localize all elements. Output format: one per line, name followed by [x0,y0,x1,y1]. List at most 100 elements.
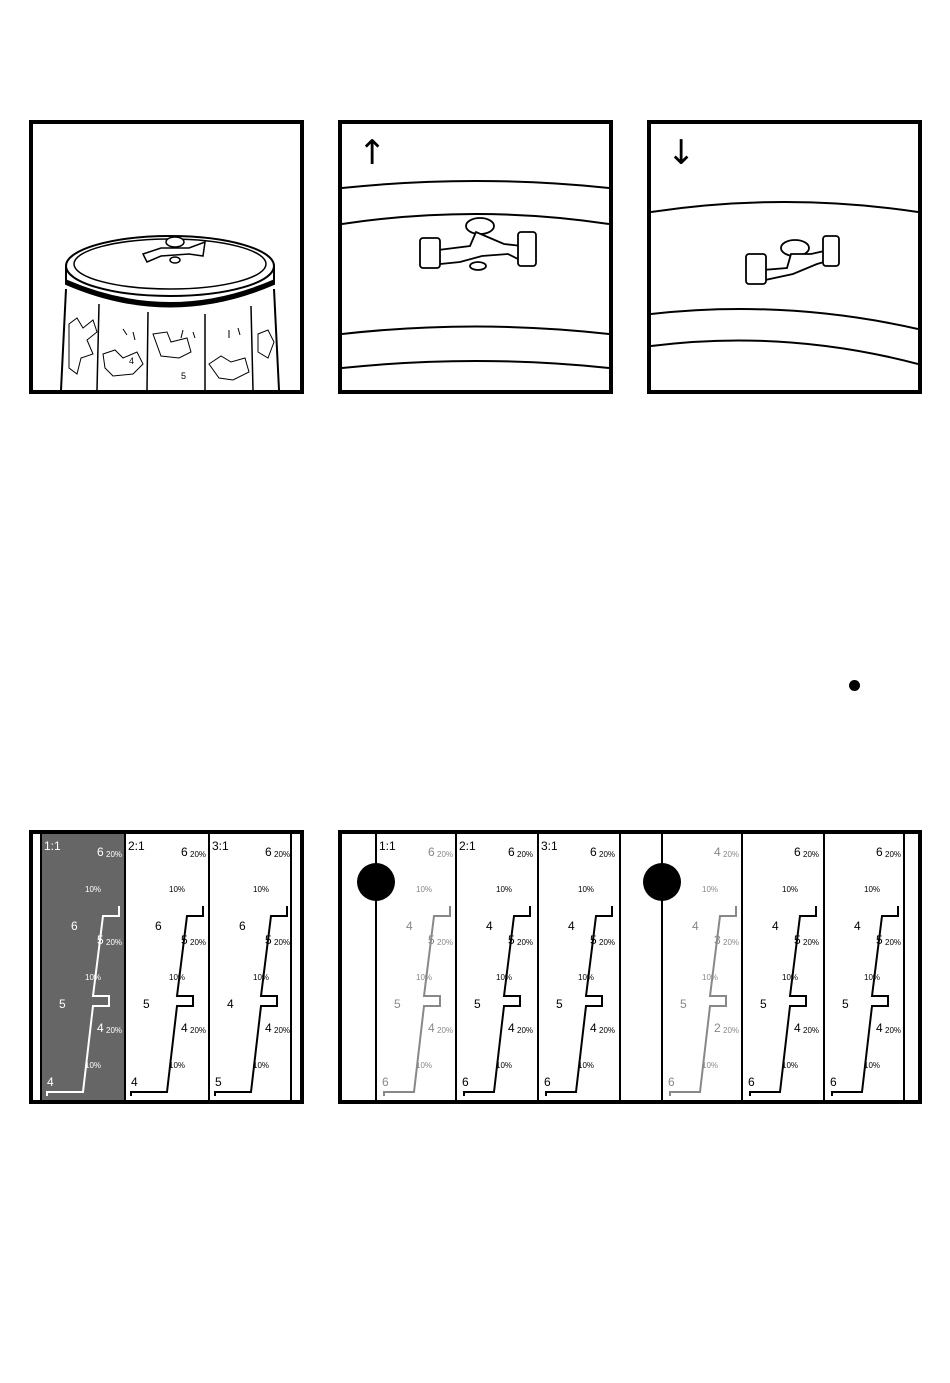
scale-level-label: 6 [794,845,801,859]
percent-20-label: 20% [599,938,615,947]
scale-level-label: 4 [428,1021,435,1035]
scale-level-label: 2 [714,1021,721,1035]
percent-20-label: 20% [274,850,290,859]
scale-step-label: 5 [215,1075,222,1089]
percent-20-label: 20% [274,1026,290,1035]
percent-20-label: 20% [599,850,615,859]
scale-step-label: 4 [227,997,234,1011]
ratio-label: 2:1 [128,839,145,853]
scale-level-label: 6 [876,845,883,859]
scale-level-label: 6 [181,845,188,859]
percent-20-label: 20% [723,850,739,859]
percent-10-label: 10% [416,1061,432,1070]
svg-text:4: 4 [129,356,134,366]
scale-stair-line [831,906,899,1096]
scale-stair-line [383,906,451,1096]
scale-step-label: 4 [568,919,575,933]
scale-level-label: 4 [265,1021,272,1035]
percent-20-label: 20% [803,938,819,947]
scale-step-label: 5 [760,997,767,1011]
shaded-column-bg [41,834,125,1100]
scale-level-label: 6 [428,845,435,859]
percent-10-label: 10% [253,973,269,982]
percent-20-label: 20% [437,1026,453,1035]
percent-20-label: 20% [599,1026,615,1035]
scale-level-label: 4 [97,1021,104,1035]
percent-20-label: 20% [437,938,453,947]
percent-10-label: 10% [864,885,880,894]
percent-10-label: 10% [702,1061,718,1070]
percent-20-label: 20% [803,850,819,859]
percent-20-label: 20% [517,850,533,859]
scale-step-label: 5 [842,997,849,1011]
scale-stair-line [130,906,204,1096]
marker-circle-icon [357,863,395,901]
scale-level-label: 4 [876,1021,883,1035]
scale-level-label: 5 [428,933,435,947]
ratio-label: 2:1 [459,839,476,853]
scale-level-label: 5 [97,933,104,947]
scale-level-label: 5 [876,933,883,947]
scale-step-label: 4 [854,919,861,933]
ratio-label: 1:1 [44,839,61,853]
scale-level-label: 6 [97,845,104,859]
scale-level-label: 4 [794,1021,801,1035]
scale-level-label: 6 [590,845,597,859]
marker-circle-icon [643,863,681,901]
scale-step-label: 6 [748,1075,755,1089]
blade-assembly-icon [419,217,537,271]
percent-20-label: 20% [723,938,739,947]
percent-20-label: 20% [723,1026,739,1035]
arrow-down-icon: ↓ [667,133,696,173]
percent-10-label: 10% [702,885,718,894]
scale-step-label: 6 [239,919,246,933]
percent-20-label: 20% [106,1026,122,1035]
scale-step-label: 4 [772,919,779,933]
scale-step-label: 6 [544,1075,551,1089]
percent-10-label: 10% [496,1061,512,1070]
percent-20-label: 20% [517,938,533,947]
percent-10-label: 10% [85,973,101,982]
scale-step-label: 5 [59,997,66,1011]
scale-stair-line [669,906,737,1096]
percent-20-label: 20% [517,1026,533,1035]
scale-level-label: 4 [181,1021,188,1035]
arrow-up-icon: ↑ [358,133,387,173]
percent-20-label: 20% [885,1026,901,1035]
percent-10-label: 10% [85,885,101,894]
bullet-dot [849,680,860,691]
percent-10-label: 10% [85,1061,101,1070]
scale-level-label: 5 [508,933,515,947]
scale-stair-line [749,906,817,1096]
percent-10-label: 10% [864,973,880,982]
scale-stair-line [46,906,120,1096]
blender-jar-drawing: 4 5 [60,235,280,390]
percent-10-label: 10% [253,1061,269,1070]
percent-10-label: 10% [169,973,185,982]
scale-step-label: 4 [692,919,699,933]
scale-level-label: 6 [265,845,272,859]
scale-step-label: 6 [155,919,162,933]
scale-level-label: 3 [714,933,721,947]
percent-20-label: 20% [803,1026,819,1035]
percent-10-label: 10% [782,1061,798,1070]
scale-step-label: 4 [406,919,413,933]
scale-level-label: 5 [590,933,597,947]
percent-10-label: 10% [416,973,432,982]
blade-lowered-drawing [651,201,918,365]
scale-stair-line [214,906,288,1096]
percent-20-label: 20% [885,850,901,859]
scale-step-label: 5 [394,997,401,1011]
percent-20-label: 20% [885,938,901,947]
scale-stair-line [463,906,531,1096]
percent-10-label: 10% [496,885,512,894]
